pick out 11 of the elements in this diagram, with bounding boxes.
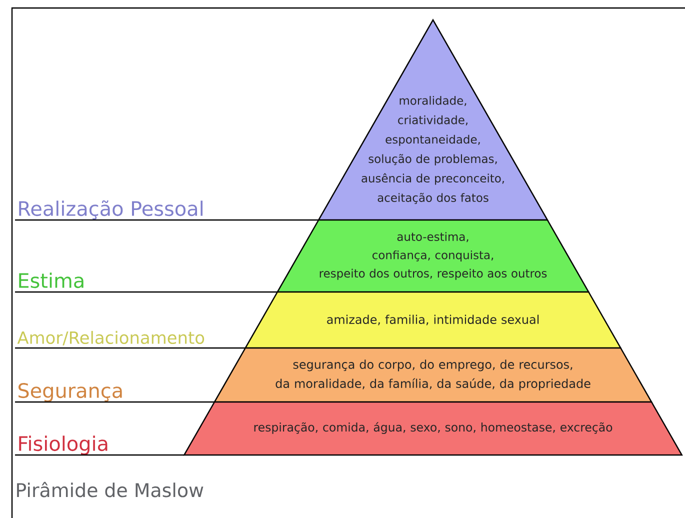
level-line <box>15 347 246 349</box>
level-line <box>15 454 184 456</box>
caption: Pirâmide de Maslow <box>17 482 204 498</box>
level-line <box>15 401 214 403</box>
level-label: Fisiologia <box>19 436 108 455</box>
level-label: Estima <box>19 272 84 288</box>
level-label: Amor/Relacionamento <box>17 330 204 346</box>
level-line <box>15 291 278 293</box>
level-label: Realização Pessoal <box>19 200 202 220</box>
level-line <box>15 219 319 221</box>
level-label: Segurança <box>18 383 122 402</box>
